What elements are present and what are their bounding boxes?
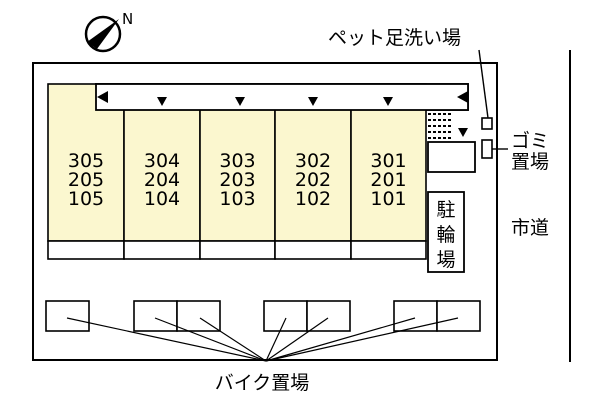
stair-arrow-down-icon bbox=[458, 128, 468, 137]
unit-balcony bbox=[47, 240, 125, 260]
unit-number: 104 bbox=[144, 188, 180, 210]
entrance-block bbox=[427, 141, 476, 173]
corridor-arrow-down-icon bbox=[383, 97, 393, 106]
unit-number: 203 bbox=[219, 169, 255, 191]
pet-wash-leader bbox=[478, 49, 489, 119]
bike-slot bbox=[436, 300, 481, 332]
unit-balcony bbox=[199, 240, 276, 260]
bicycle-parking-char-2: 輪 bbox=[436, 224, 455, 246]
unit-number: 101 bbox=[370, 188, 406, 210]
bike-parking-slots bbox=[45, 300, 481, 332]
north-label: N bbox=[122, 10, 133, 28]
unit-number: 102 bbox=[295, 188, 331, 210]
bicycle-parking-char-3: 場 bbox=[436, 249, 455, 271]
unit-balcony bbox=[274, 240, 352, 260]
bike-slot bbox=[45, 300, 90, 332]
unit-number: 205 bbox=[68, 169, 104, 191]
garbage-label-line2: 置場 bbox=[511, 151, 549, 173]
stairs bbox=[428, 113, 452, 139]
unit-balcony bbox=[350, 240, 427, 260]
unit-number: 305 bbox=[68, 150, 104, 172]
unit-number: 302 bbox=[295, 150, 331, 172]
bicycle-parking bbox=[427, 191, 465, 273]
unit-number: 105 bbox=[68, 188, 104, 210]
pet-wash-area bbox=[481, 117, 493, 130]
corridor-arrow-left-icon bbox=[457, 91, 468, 103]
corridor-overlay bbox=[95, 83, 469, 111]
bike-slot bbox=[133, 300, 178, 332]
unit-number: 301 bbox=[370, 150, 406, 172]
bike-slot bbox=[263, 300, 308, 332]
garbage-area bbox=[481, 139, 493, 159]
street-label: 市道 bbox=[511, 217, 549, 239]
corridor-arrow-left-icon bbox=[97, 91, 108, 103]
garbage-label-line1: ゴミ bbox=[511, 130, 549, 152]
pet-wash-label: ペット足洗い場 bbox=[328, 27, 461, 49]
corridor-arrow-down-icon bbox=[308, 97, 318, 106]
bike-parking-leaders bbox=[66, 317, 459, 362]
bike-slot bbox=[306, 300, 351, 332]
corridor-arrow-down-icon bbox=[157, 97, 167, 106]
unit-balcony bbox=[123, 240, 201, 260]
bicycle-parking-char-1: 駐 bbox=[436, 199, 455, 221]
unit-number: 201 bbox=[370, 169, 406, 191]
unit-number: 304 bbox=[144, 150, 180, 172]
unit-number: 103 bbox=[219, 188, 255, 210]
unit-number: 303 bbox=[219, 150, 255, 172]
unit-number: 202 bbox=[295, 169, 331, 191]
unit-number: 204 bbox=[144, 169, 180, 191]
north-arrow-icon: N bbox=[84, 10, 133, 53]
bike-slot bbox=[393, 300, 438, 332]
bike-parking-label: バイク置場 bbox=[215, 372, 310, 394]
corridor-arrow-down-icon bbox=[235, 97, 245, 106]
